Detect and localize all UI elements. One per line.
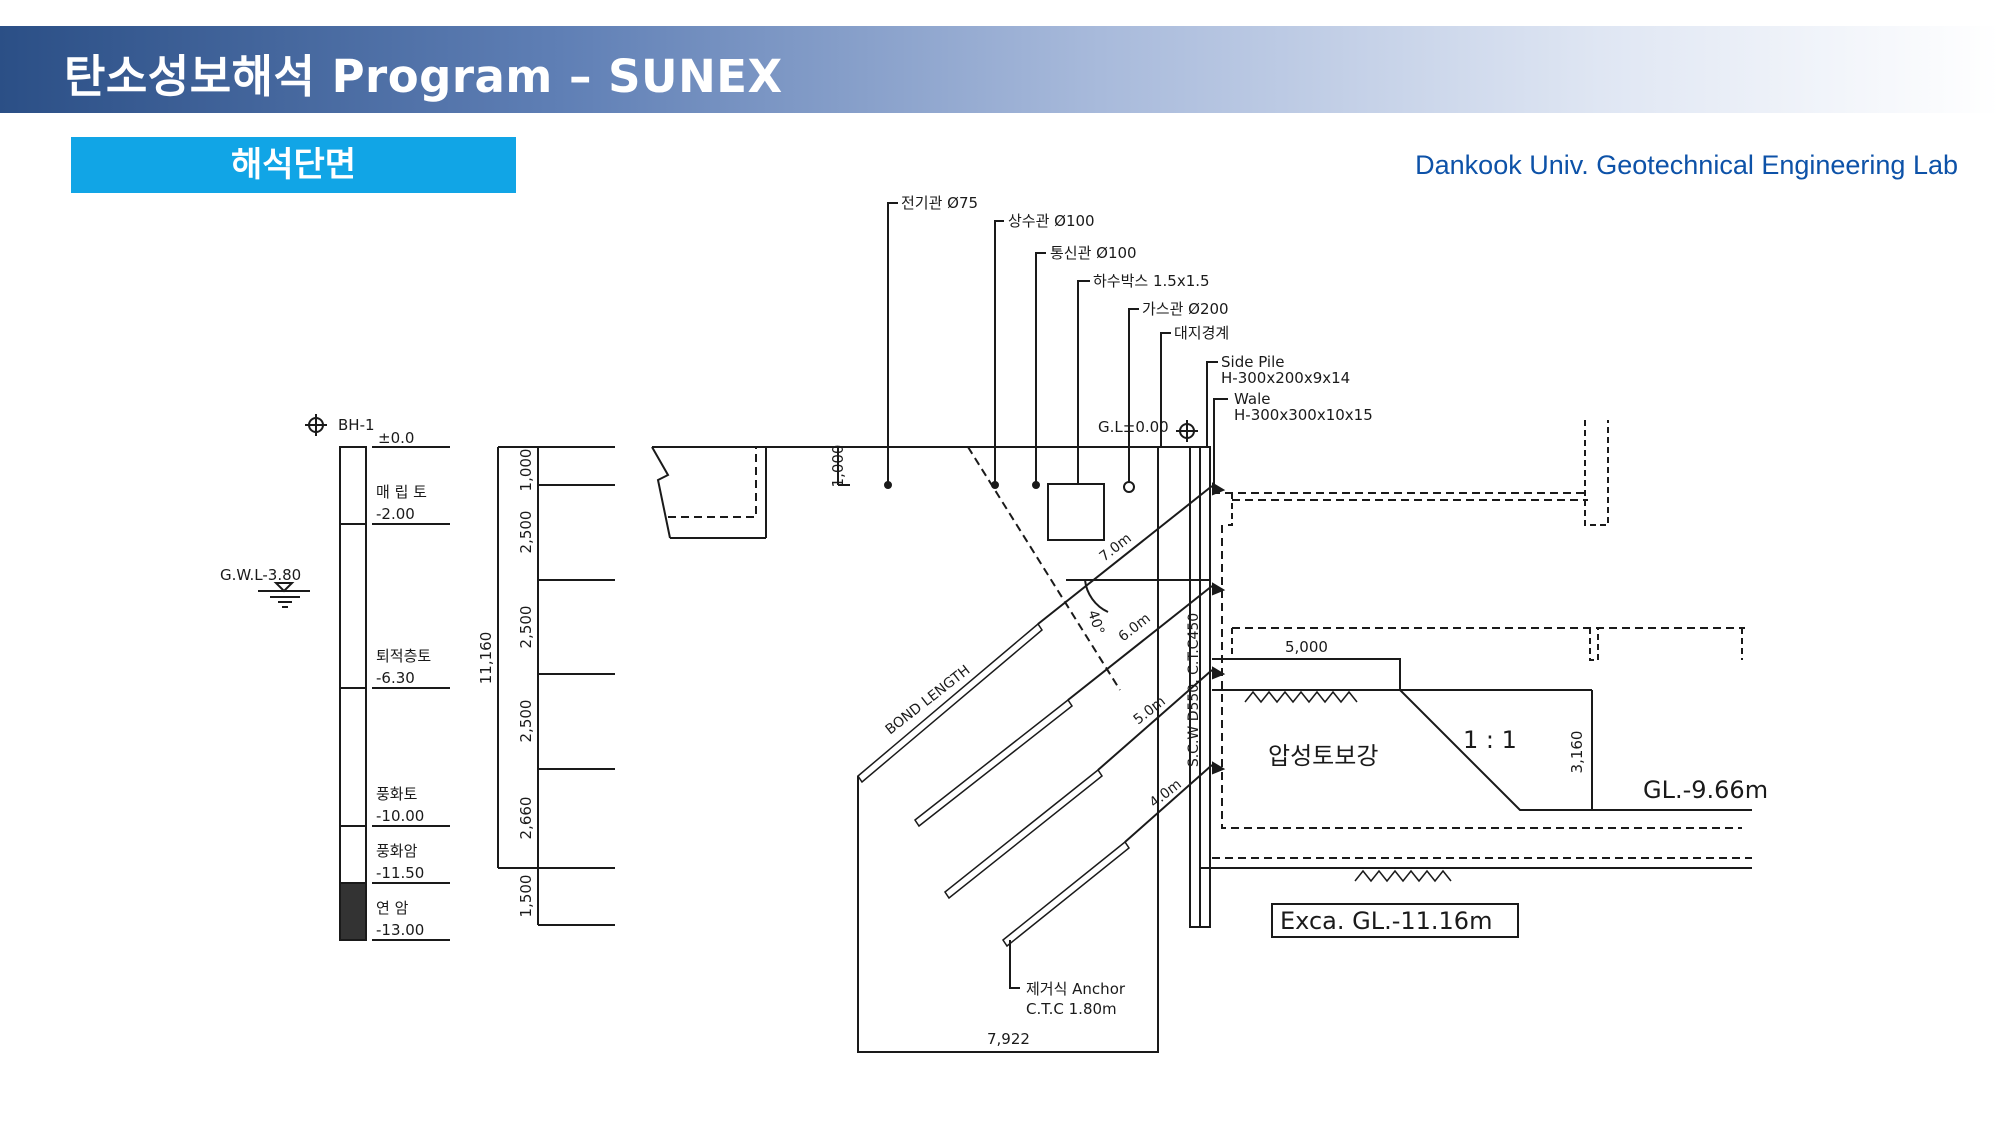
- dim-segment: 2,500: [517, 700, 535, 743]
- wale-title: Wale: [1234, 390, 1270, 408]
- borehole-name: BH-1: [338, 416, 375, 434]
- section-label: 해석단면: [71, 137, 516, 193]
- dim-segment: 1,500: [517, 875, 535, 918]
- layer-name: 풍화토: [376, 785, 418, 803]
- dim-berm-width: 5,000: [1285, 638, 1328, 656]
- utility-label: 통신관 Ø100: [1050, 244, 1137, 262]
- anchors: [857, 447, 1226, 1053]
- layer-depth: -10.00: [376, 807, 424, 825]
- top-level: ±0.0: [378, 429, 414, 447]
- utility-label: 전기관 Ø75: [901, 194, 978, 212]
- dim-segment: 2,660: [517, 797, 535, 840]
- utility-label: 가스관 Ø200: [1142, 300, 1229, 318]
- gl-berm-label: GL.-9.66m: [1643, 776, 1768, 804]
- side-pile-title: Side Pile: [1221, 353, 1285, 371]
- borehole-log: [258, 414, 450, 941]
- layer-depth: -6.30: [376, 669, 415, 687]
- road-section: [651, 446, 1210, 691]
- anchor-length: 7.0m: [1097, 530, 1135, 565]
- berm-name: 압성토보강: [1268, 742, 1378, 770]
- utility-label: 하수박스 1.5x1.5: [1093, 272, 1210, 290]
- anchor-length: 6.0m: [1116, 610, 1154, 645]
- utility-label: 대지경계: [1174, 324, 1229, 342]
- title-bar: [0, 26, 2000, 113]
- scw-label: S.C.W D550, C.T.C450: [1186, 613, 1202, 767]
- angle-label: 40°: [1084, 608, 1107, 637]
- dim-total: 11,160: [477, 632, 495, 685]
- anchor-ctc: C.T.C 1.80m: [1026, 1000, 1117, 1018]
- dim-segment: 2,500: [517, 511, 535, 554]
- dimension-column: [497, 446, 615, 926]
- layer-name: 연 암: [376, 899, 409, 917]
- utility-leaders: [887, 202, 1228, 485]
- retaining-wall: [1176, 420, 1211, 928]
- exca-box: [1271, 903, 1519, 938]
- dim-top-offset: 1,000: [829, 445, 847, 488]
- borehole-column: [339, 446, 367, 941]
- page-title: 탄소성보해석 Program – SUNEX: [64, 50, 783, 103]
- layer-name: 퇴적층토: [376, 647, 431, 665]
- layer-name: 풍화암: [376, 842, 418, 860]
- gwl-label: G.W.L-3.80: [220, 566, 301, 584]
- rock-hatch: [339, 882, 367, 941]
- layer-depth: -11.50: [376, 864, 424, 882]
- utility-label: 상수관 Ø100: [1008, 212, 1095, 230]
- layer-name: 매 립 토: [376, 483, 427, 501]
- exca-gl-label: Exca. GL.-11.16m: [1280, 907, 1492, 935]
- side-pile-spec: H-300x200x9x14: [1221, 369, 1350, 387]
- sewer-box: [1047, 483, 1105, 541]
- excavation: [1200, 420, 1752, 938]
- dim-segment: 2,500: [517, 606, 535, 649]
- dim-segment: 1,000: [517, 449, 535, 492]
- gl-label: G.L±0.00: [1098, 418, 1169, 436]
- dim-bottom-width: 7,922: [987, 1030, 1030, 1048]
- gas-pipe: [1123, 481, 1135, 493]
- dim-berm-height: 3,160: [1568, 731, 1586, 774]
- anchor-type: 제거식 Anchor: [1026, 980, 1126, 998]
- lab-name: Dankook Univ. Geotechnical Engineering L…: [1415, 150, 1958, 180]
- slope-label: 1 : 1: [1463, 726, 1517, 754]
- layer-depth: -2.00: [376, 505, 415, 523]
- wale-spec: H-300x300x10x15: [1234, 406, 1373, 424]
- layer-depth: -13.00: [376, 921, 424, 939]
- anchor-length: 5.0m: [1131, 693, 1169, 728]
